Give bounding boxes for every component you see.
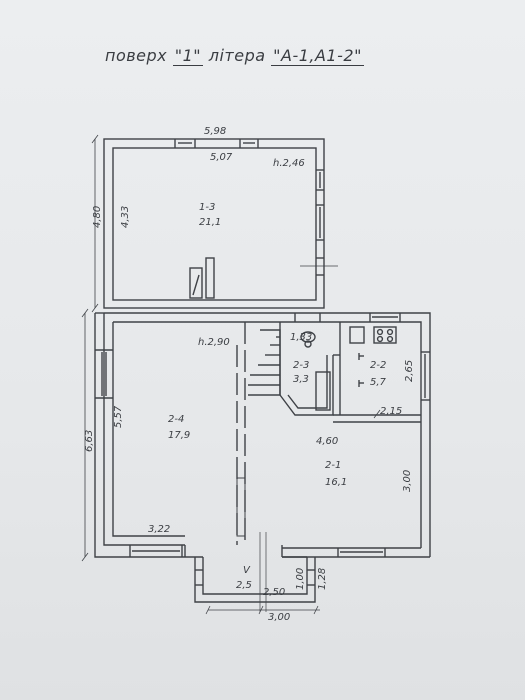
room-2-1-id: 2-1 bbox=[325, 460, 341, 471]
room-2-1-area: 16,1 bbox=[325, 477, 347, 488]
dim-lower-outer-height: 6,63 bbox=[84, 430, 95, 452]
height-lower: h.2,90 bbox=[198, 337, 230, 348]
porch-walls bbox=[184, 532, 316, 612]
dim-room-2-2-width: 2,15 bbox=[380, 406, 402, 417]
title-floor: "1" bbox=[172, 46, 204, 66]
room-2-4-id: 2-4 bbox=[168, 414, 184, 425]
room-2-4-area: 17,9 bbox=[168, 430, 190, 441]
plan-title: поверх "1" літера "А-1,А1-2" bbox=[105, 46, 425, 66]
porch-area: 2,5 bbox=[236, 580, 252, 591]
room-1-3-area: 21,1 bbox=[199, 217, 221, 228]
title-prefix: поверх bbox=[105, 46, 168, 65]
dim-room-2-4-width: 3,22 bbox=[148, 524, 170, 535]
dim-upper-inner-width: 5,07 bbox=[210, 152, 233, 163]
room-2-2-area: 5,7 bbox=[370, 377, 387, 388]
dim-room-2-3-width: 1,33 bbox=[290, 332, 312, 343]
title-letter: "А-1,А1-2" bbox=[271, 46, 364, 66]
room-2-2-id: 2-2 bbox=[370, 360, 386, 371]
lower-walls bbox=[94, 312, 431, 558]
porch-label: V bbox=[243, 565, 251, 576]
dim-upper-outer-height: 4,80 bbox=[92, 206, 103, 228]
dim-room-2-1-height: 3,00 bbox=[402, 470, 413, 492]
dim-room-2-1-width: 4,60 bbox=[316, 436, 338, 447]
dim-porch-outer-width: 3,00 bbox=[268, 612, 290, 623]
dim-porch-depth-outer: 1,28 bbox=[317, 568, 328, 590]
height-upper: h.2,46 bbox=[273, 158, 305, 169]
dim-room-2-4-height: 5,57 bbox=[113, 405, 124, 428]
title-middle: літера bbox=[208, 46, 266, 65]
room-1-3-id: 1-3 bbox=[199, 202, 215, 213]
dim-room-2-2-height: 2,65 bbox=[404, 360, 415, 382]
dim-porch-inner-width: 2,50 bbox=[263, 587, 285, 598]
dim-porch-depth-inner: 1,00 bbox=[295, 568, 306, 590]
room-2-3-area: 3,3 bbox=[293, 374, 309, 385]
dim-upper-outer-width: 5,98 bbox=[204, 126, 226, 137]
room-2-3-id: 2-3 bbox=[293, 360, 309, 371]
upper-walls bbox=[103, 138, 338, 309]
dim-upper-inner-height: 4,33 bbox=[120, 206, 131, 228]
dimension-lines bbox=[81, 134, 421, 615]
